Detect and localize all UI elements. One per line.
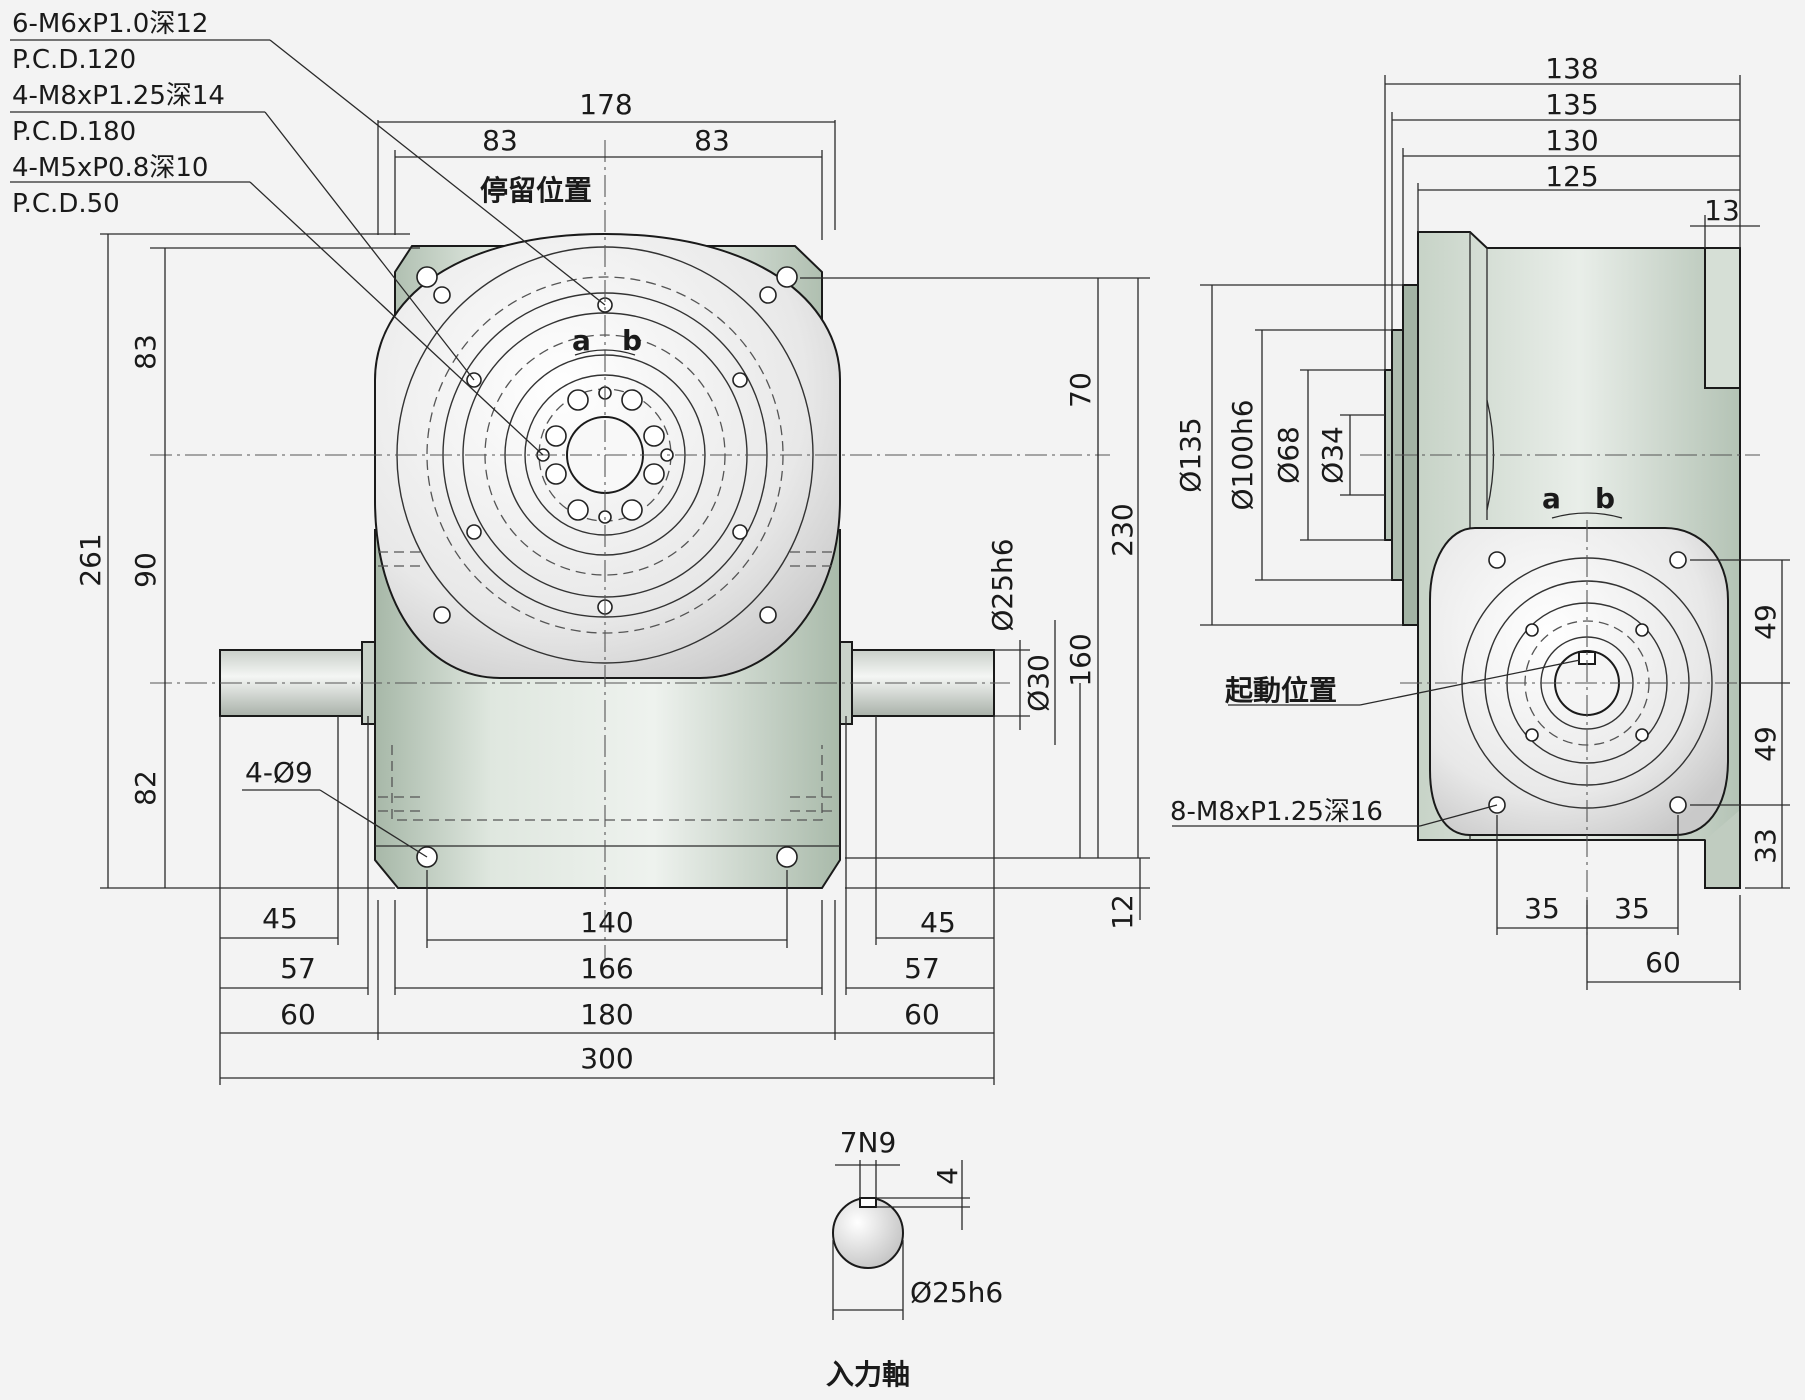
rotation-arrow — [574, 349, 636, 356]
dim-45-right: 45 — [920, 906, 956, 939]
dim-125: 125 — [1545, 160, 1598, 193]
dim-90: 90 — [129, 552, 162, 588]
lower-inner-contour — [391, 745, 823, 821]
callout-stop-position: 停留位置 — [480, 174, 592, 207]
dim-100h6-dia: Ø100h6 — [1226, 399, 1259, 510]
side-top-dimensions: 138 135 130 125 13 — [1384, 52, 1760, 370]
dim-160: 160 — [1064, 633, 1097, 686]
dim-60-side: 60 — [1645, 946, 1681, 979]
input-face-holes — [1488, 551, 1687, 814]
dim-keyway-depth: 4 — [931, 1167, 964, 1185]
dim-82: 82 — [129, 770, 162, 806]
dim-166: 166 — [580, 952, 633, 985]
callout-start-position: 起動位置 — [1225, 674, 1337, 707]
dim-49-upper: 49 — [1749, 604, 1782, 640]
dim-13: 13 — [1704, 194, 1740, 227]
tapped-hole-markers — [378, 551, 837, 812]
side-rotation-arrow — [1551, 512, 1623, 519]
dim-57-right: 57 — [904, 952, 940, 985]
rotation-label-a: a — [572, 324, 591, 357]
callout-m6: 6-M6xP1.0深12 — [12, 9, 208, 39]
dim-178: 178 — [579, 88, 632, 121]
dim-33: 33 — [1749, 828, 1782, 864]
dim-49-lower: 49 — [1749, 726, 1782, 762]
shaft-section-keyway — [859, 1197, 877, 1208]
dim-138: 138 — [1545, 52, 1598, 85]
dim-130: 130 — [1545, 124, 1598, 157]
side-diameter-dimensions: Ø135 Ø100h6 Ø68 Ø34 — [1174, 284, 1403, 626]
side-rotation-label-b: b — [1595, 482, 1615, 515]
dim-83-vertical: 83 — [129, 334, 162, 370]
dim-230: 230 — [1106, 503, 1139, 556]
shaft-section — [832, 1197, 904, 1269]
side-view: a b — [1360, 231, 1760, 960]
callout-pcd120: P.C.D.120 — [12, 45, 136, 75]
front-top-dimensions: 178 83 83 — [377, 88, 836, 240]
callout-m8-side: 8-M8xP1.25深16 — [1170, 797, 1383, 827]
callout-pcd180: P.C.D.180 — [12, 117, 136, 147]
dim-261: 261 — [74, 533, 107, 586]
dim-12: 12 — [1106, 894, 1139, 930]
dim-135: 135 — [1545, 88, 1598, 121]
dim-180: 180 — [580, 998, 633, 1031]
callout-holes: 4-Ø9 — [245, 756, 313, 789]
callout-pcd50: P.C.D.50 — [12, 189, 120, 219]
front-view: a b — [150, 140, 1110, 960]
dim-35-left: 35 — [1524, 892, 1560, 925]
callout-leaders — [10, 39, 606, 858]
front-right-dimensions: 70 230 160 12 — [800, 277, 1150, 930]
side-bottom-foot — [1704, 810, 1741, 889]
front-bottom-dimensions: 45 57 60 140 166 180 300 45 57 60 — [219, 716, 995, 1085]
dim-57-left: 57 — [280, 952, 316, 985]
shaft-dimensions: Ø25h6 Ø30 — [986, 538, 1056, 745]
dim-83-left: 83 — [482, 124, 518, 157]
front-left-dimensions: 261 83 90 82 — [74, 233, 420, 889]
dim-45-left: 45 — [262, 902, 298, 935]
side-right-dimensions: 49 49 33 — [1690, 559, 1790, 889]
side-callout-leaders — [1172, 659, 1581, 827]
callout-m5: 4-M5xP0.8深10 — [12, 153, 208, 183]
input-shaft-caption: 入力軸 — [826, 1358, 910, 1391]
side-bottom-dimensions: 35 35 60 — [1496, 815, 1741, 990]
dim-shaft-30: Ø30 — [1022, 654, 1055, 712]
side-top-pocket — [1704, 247, 1741, 389]
dim-68-dia: Ø68 — [1272, 426, 1305, 484]
dim-83-right: 83 — [694, 124, 730, 157]
dim-300: 300 — [580, 1042, 633, 1075]
dim-34-dia: Ø34 — [1316, 426, 1349, 484]
dim-shaft-dia: Ø25h6 — [910, 1276, 1003, 1309]
shaft-detail: 7N9 4 Ø25h6 入力軸 — [826, 1126, 1003, 1391]
dim-135-dia: Ø135 — [1174, 417, 1207, 492]
dim-70: 70 — [1064, 372, 1097, 408]
rotation-label-b: b — [622, 324, 642, 357]
dim-7n9: 7N9 — [840, 1126, 897, 1159]
callout-m8: 4-M8xP1.25深14 — [12, 81, 225, 111]
dim-35-right: 35 — [1614, 892, 1650, 925]
dim-shaft-25h6: Ø25h6 — [986, 538, 1019, 631]
side-rotation-label-a: a — [1542, 482, 1561, 515]
dim-140: 140 — [580, 906, 633, 939]
dim-60-right: 60 — [904, 998, 940, 1031]
dim-60-left: 60 — [280, 998, 316, 1031]
